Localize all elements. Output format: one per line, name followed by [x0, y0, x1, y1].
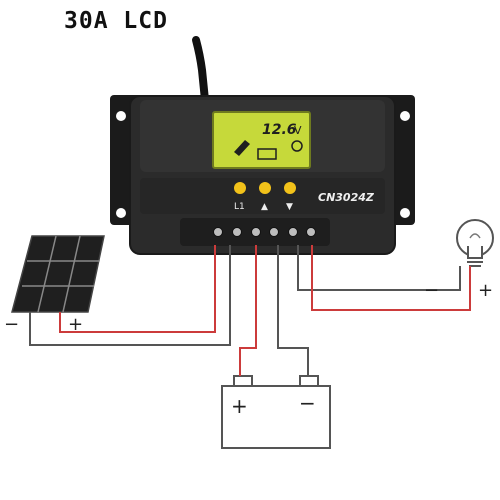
bulb-icon	[456, 219, 494, 267]
solar-negative-wire	[29, 245, 231, 346]
lcd-unit: V	[294, 124, 302, 137]
battery	[221, 375, 331, 449]
solar-positive-wire	[59, 245, 216, 333]
terminal-block	[213, 227, 316, 237]
model-label: CN3024Z	[318, 191, 375, 204]
battery-positive-wire	[239, 245, 257, 376]
battery-plus-label: +	[231, 394, 248, 418]
page-title: 30A LCD	[64, 8, 168, 34]
led-2	[259, 182, 271, 194]
button-label-1: L1	[234, 202, 245, 212]
load-minus-label: −	[424, 280, 439, 301]
charge-controller: 12.6 V L1 ▲ ▼ CN3024Z	[110, 36, 415, 255]
solar-plus-label: +	[68, 314, 83, 335]
load-negative-wire	[297, 245, 461, 291]
battery-negative-wire	[277, 245, 309, 376]
lcd-value: 12.6	[262, 122, 297, 138]
load-plus-label: +	[478, 280, 493, 301]
solar-minus-label: −	[4, 314, 19, 335]
button-label-2: ▲	[261, 202, 268, 212]
led-3	[284, 182, 296, 194]
led-1	[234, 182, 246, 194]
load-positive-wire	[311, 245, 471, 311]
battery-minus-label: −	[299, 391, 316, 415]
solar-panel	[11, 235, 105, 313]
button-label-3: ▼	[286, 202, 293, 212]
